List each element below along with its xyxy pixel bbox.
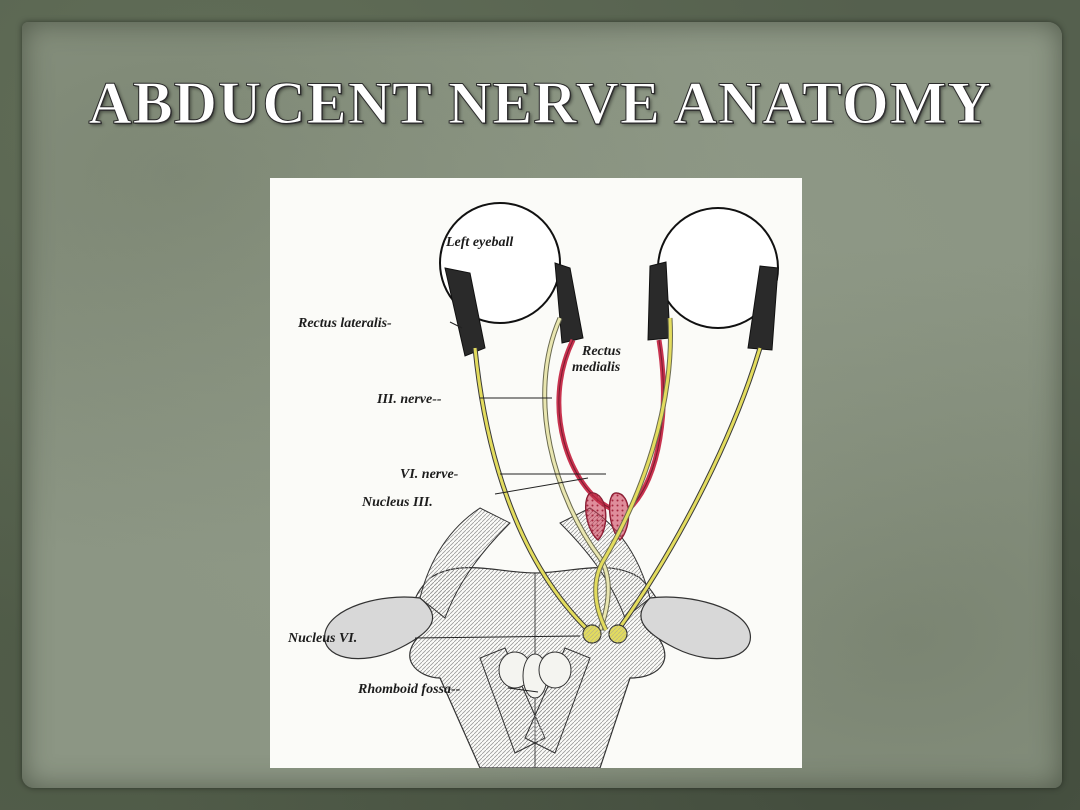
label-rhomboid-fossa: Rhomboid fossa--: [357, 682, 461, 697]
nucleus-three: [585, 492, 630, 542]
label-rectus-lateralis: Rectus lateralis-: [297, 316, 392, 331]
leader-lines: [414, 321, 606, 693]
peduncle-left: [324, 507, 546, 754]
label-sixth-nerve: VI. nerve-: [400, 467, 459, 482]
anatomy-figure: Left eyeball Rectus lateralis- Rectus me…: [270, 178, 802, 768]
rhomboid-fossa: [498, 651, 572, 699]
label-nucleus-six: Nucleus VI.: [287, 631, 357, 646]
rectus-lateralis-right: [747, 265, 779, 351]
sixth-nerve-left: [472, 347, 590, 632]
rectus-medialis-left-insertion: [554, 262, 584, 344]
label-nucleus-three: Nucleus III.: [361, 495, 433, 510]
slide-title: ABDUCENT NERVE ANATOMY: [88, 70, 992, 137]
label-third-nerve: III. nerve--: [376, 392, 442, 407]
sixth-nerve-right: [615, 347, 763, 632]
third-nerve: [542, 316, 673, 632]
label-left-eyeball: Left eyeball: [445, 235, 513, 250]
label-rectus-medialis-line2: medialis: [572, 360, 621, 375]
nucleus-six: [582, 624, 628, 644]
label-rectus-medialis-line1: Rectus: [581, 344, 621, 359]
content-panel: [22, 22, 1062, 788]
rectus-medialis-right-insertion: [647, 261, 671, 341]
anatomy-diagram: Left eyeball Rectus lateralis- Rectus me…: [287, 202, 779, 768]
